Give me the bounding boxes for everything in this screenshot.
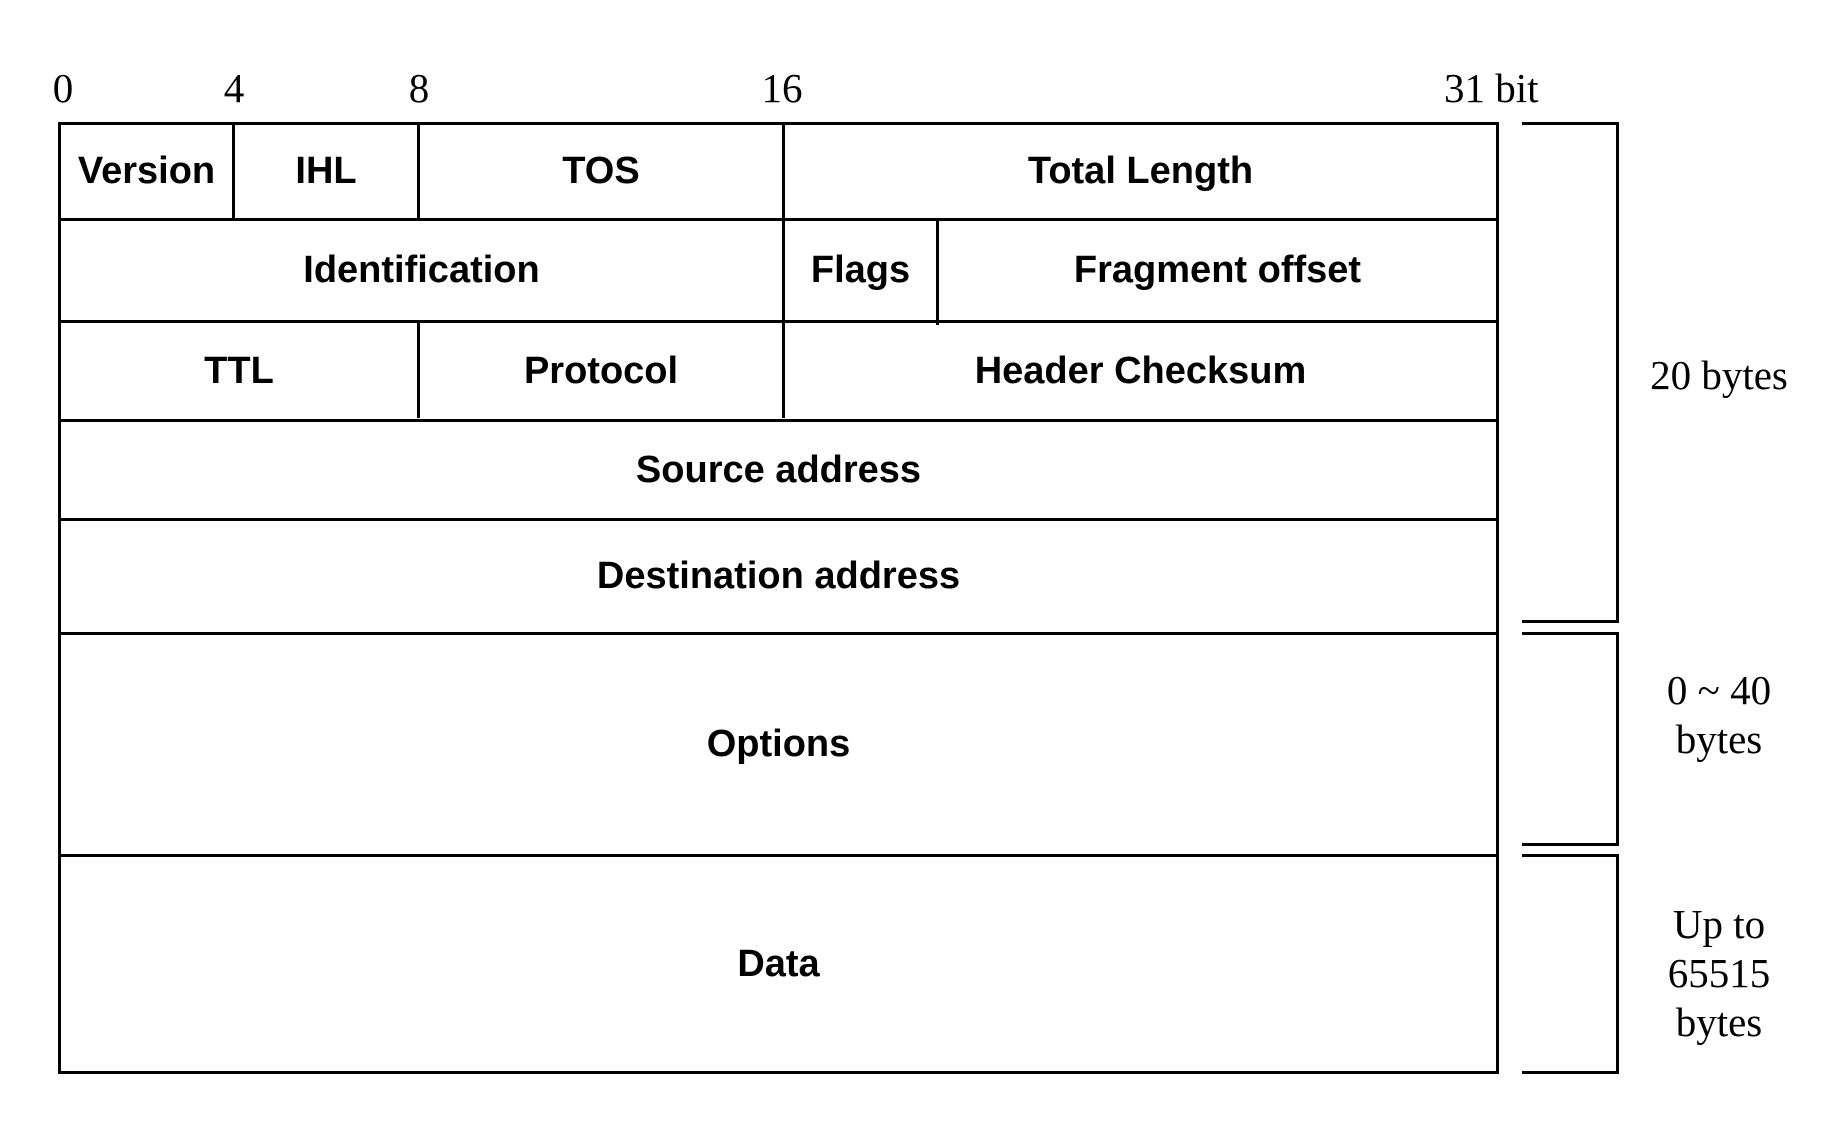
field-flags: Flags — [810, 249, 911, 291]
field-version: Version — [77, 150, 216, 192]
header-size-bracket — [1522, 122, 1619, 623]
field-total-length: Total Length — [1027, 150, 1254, 192]
column-divider — [417, 123, 420, 219]
bit-tick-8: 8 — [408, 65, 430, 111]
field-destination-address: Destination address — [596, 555, 961, 597]
column-divider — [782, 321, 785, 418]
options-size-line: 0 ~ 40 — [1666, 667, 1772, 713]
data-size-label: Up to 65515 bytes — [1619, 900, 1819, 1047]
column-divider — [936, 219, 939, 325]
field-fragment-offset: Fragment offset — [1073, 249, 1362, 291]
field-data: Data — [737, 943, 820, 985]
row-divider — [60, 419, 1498, 422]
data-size-line: Up to — [1672, 901, 1766, 947]
field-source-address: Source address — [635, 448, 922, 491]
field-identification: Identification — [303, 249, 540, 291]
bit-tick-0: 0 — [52, 65, 74, 111]
diagram-frame — [58, 122, 1499, 1074]
column-divider — [232, 123, 235, 219]
data-size-line: 65515 — [1667, 950, 1771, 996]
row-divider — [60, 320, 1498, 323]
field-protocol: Protocol — [523, 349, 679, 392]
data-size-line: bytes — [1675, 999, 1763, 1045]
header-size-line: 20 bytes — [1650, 352, 1788, 398]
field-options: Options — [706, 723, 851, 765]
row-divider — [60, 218, 1498, 221]
data-size-bracket — [1522, 854, 1619, 1074]
column-divider — [417, 321, 420, 418]
row-divider — [60, 854, 1498, 857]
field-ihl: IHL — [295, 150, 357, 192]
header-size-label: 20 bytes — [1619, 351, 1819, 400]
field-ttl: TTL — [204, 349, 274, 392]
bit-tick-31: 31 bit — [1444, 65, 1539, 111]
row-divider — [60, 632, 1498, 635]
options-size-bracket — [1522, 632, 1619, 846]
field-tos: TOS — [562, 150, 640, 192]
options-size-line: bytes — [1675, 716, 1763, 762]
bit-tick-16: 16 — [761, 65, 803, 111]
row-divider — [60, 518, 1498, 521]
options-size-label: 0 ~ 40 bytes — [1619, 666, 1819, 764]
bit-tick-4: 4 — [223, 65, 245, 111]
column-divider — [782, 219, 785, 321]
column-divider — [782, 123, 785, 219]
field-header-checksum: Header Checksum — [974, 349, 1307, 392]
